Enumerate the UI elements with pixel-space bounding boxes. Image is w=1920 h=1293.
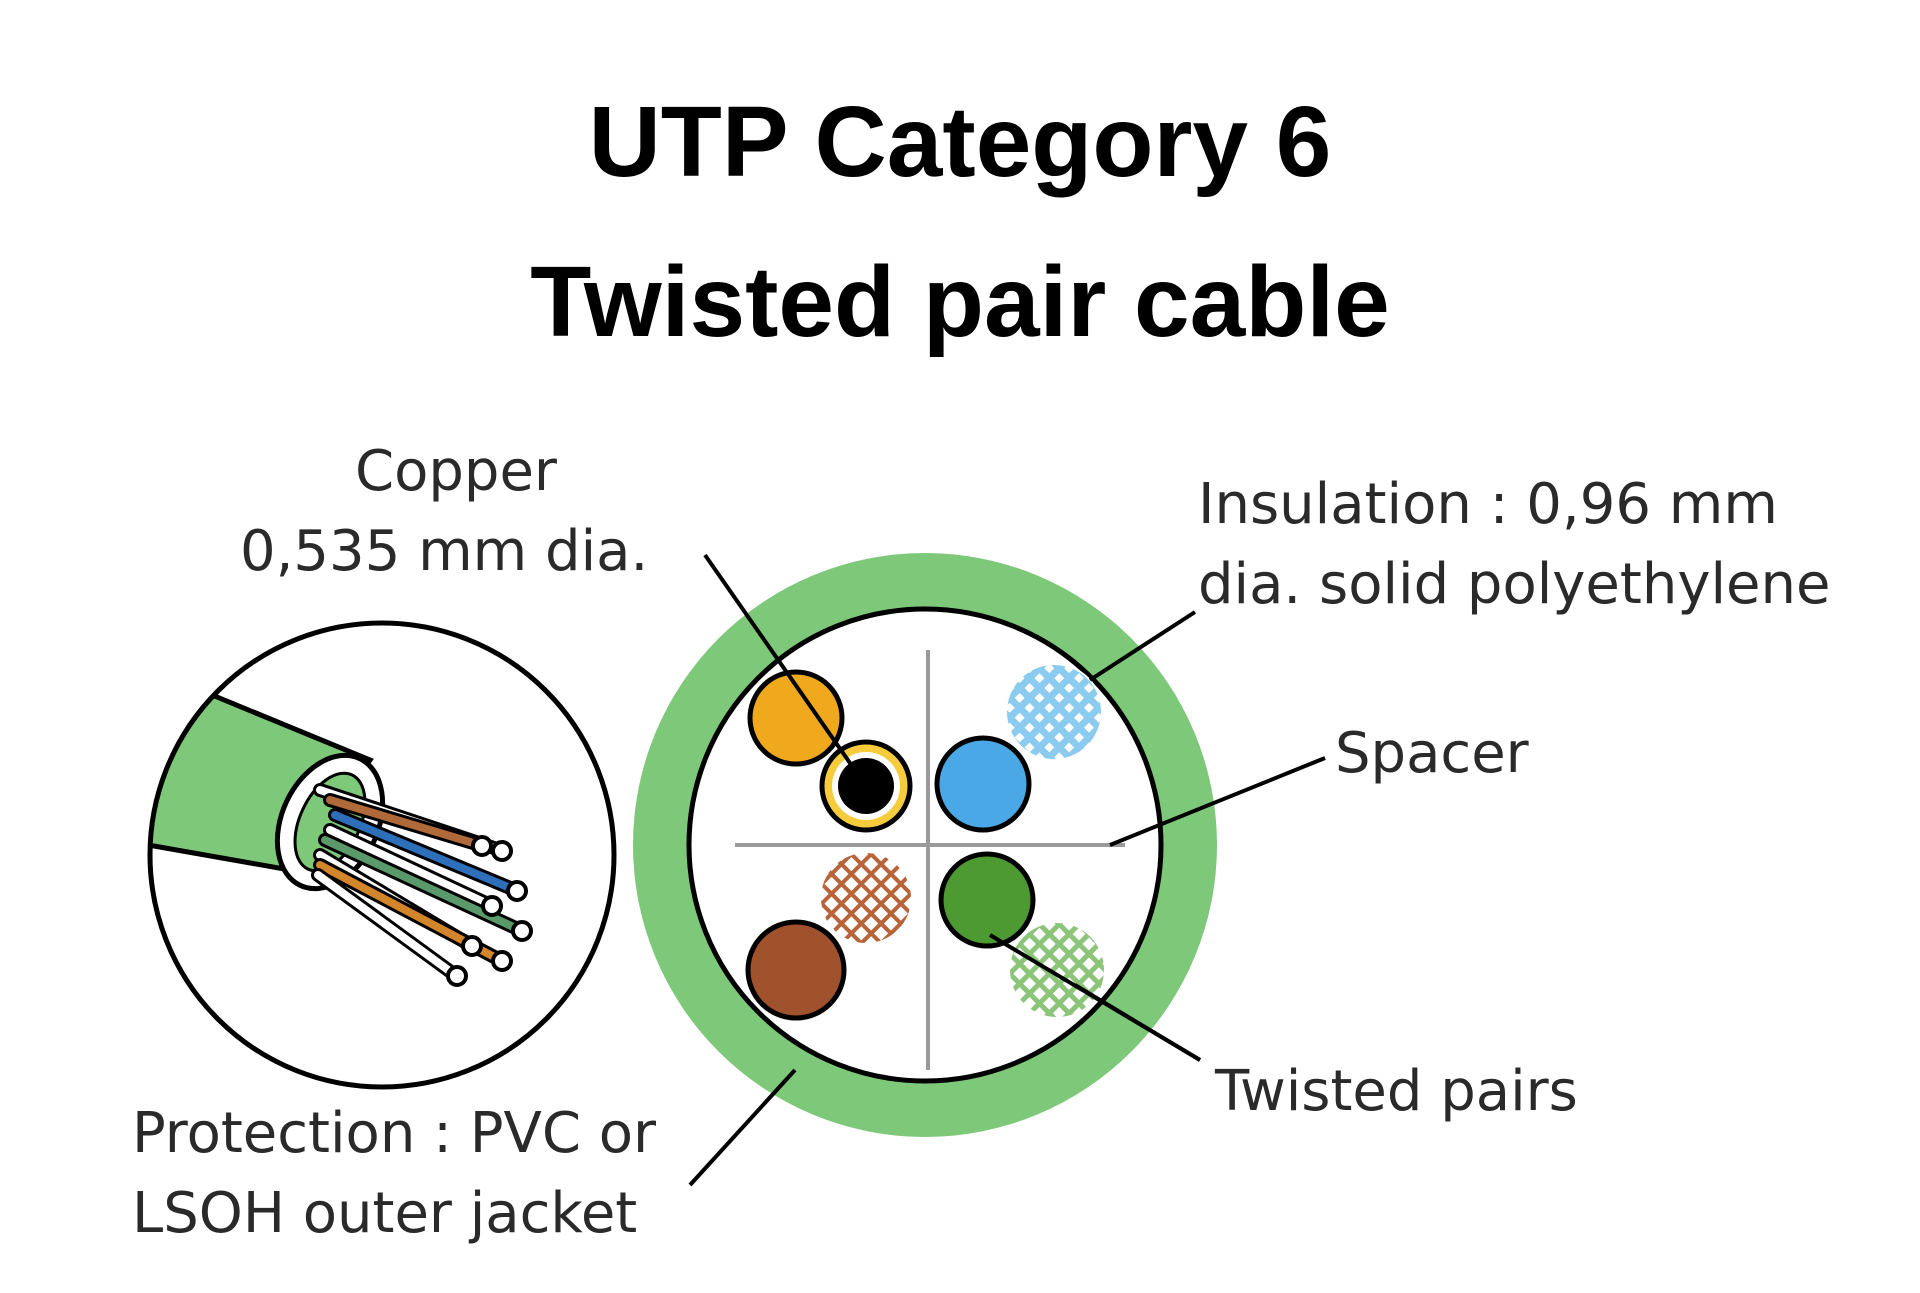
protection-label-line-1: Protection : PVC or	[132, 1101, 657, 1166]
protection-label-line-2: LSOH outer jacket	[132, 1181, 637, 1246]
leader-lines	[688, 553, 1326, 1187]
copper-label-line-2: 0,535 mm dia.	[240, 519, 648, 584]
twisted-pairs-label: Twisted pairs	[1214, 1059, 1578, 1124]
brown-conductor	[745, 919, 847, 1021]
orange-conductor	[747, 669, 845, 767]
insulation-label-line-1: Insulation : 0,96 mm	[1198, 472, 1778, 537]
cable-side-view	[147, 620, 617, 1090]
diagram-title-line-1: UTP Category 6	[588, 86, 1332, 198]
insulation-leader	[1088, 610, 1197, 682]
side-view-frame	[147, 620, 617, 1090]
twisted-pairs-leader-b	[1073, 983, 1202, 1062]
insulation-label-line-2: dia. solid polyethylene	[1198, 552, 1830, 617]
blue-conductor	[934, 735, 1032, 833]
brown-white-conductor	[819, 851, 913, 945]
copper-leader	[703, 553, 868, 788]
green-conductor	[938, 851, 1036, 949]
cable-cross-section	[633, 553, 1217, 1137]
spacer-label: Spacer	[1335, 721, 1530, 786]
spacer-leader	[1109, 756, 1326, 847]
green-white-conductor	[1008, 921, 1106, 1019]
protection-leader	[688, 1068, 797, 1187]
copper-label-line-1: Copper	[355, 439, 558, 504]
blue-white-conductor	[1005, 663, 1103, 761]
diagram-title-line-2: Twisted pair cable	[530, 246, 1390, 358]
